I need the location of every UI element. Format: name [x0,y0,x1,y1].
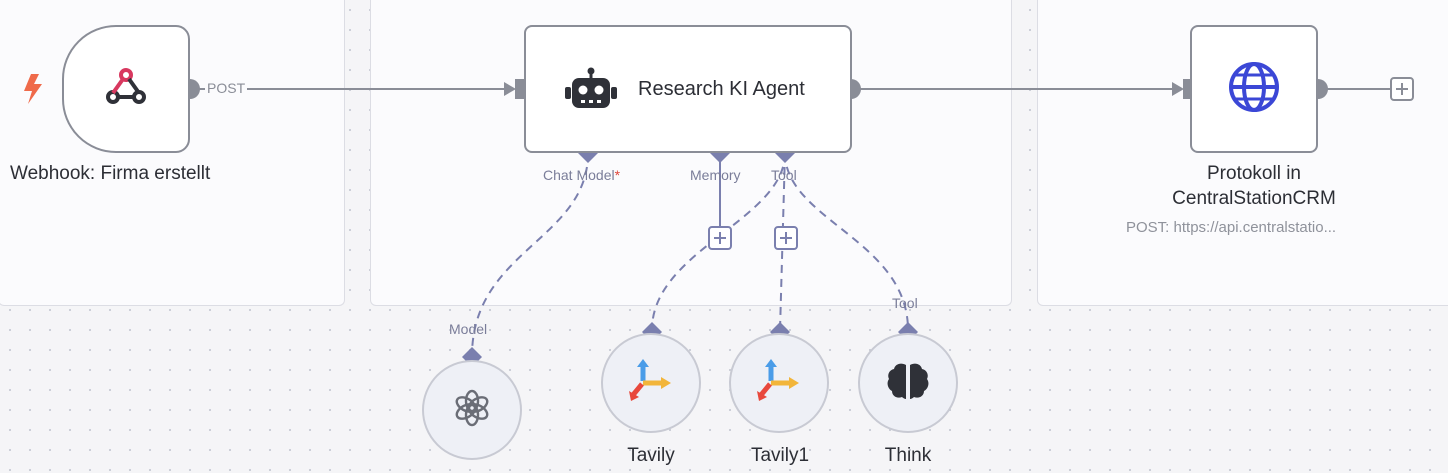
openai-chat-model-node[interactable] [422,360,522,460]
think-node-label: Think [884,445,932,466]
plus-icon [1396,83,1408,95]
arrow-head-http-input [1172,82,1184,96]
agent-node-label: Research KI Agent [638,77,805,100]
webhook-icon [102,63,150,116]
connection-tool-tavily[interactable] [651,152,786,331]
think-tool-node[interactable] [858,333,958,433]
agent-node[interactable]: Research KI Agent [524,25,852,153]
http-node-label-line2: CentralStationCRM [1172,188,1336,209]
webhook-output-label: POST [205,80,248,96]
tavily-node-label: Tavily [627,445,675,466]
add-next-node-button[interactable] [1390,77,1414,101]
http-request-node[interactable] [1190,25,1318,153]
think-port-label: Tool [892,295,918,311]
connection-tool-think[interactable] [784,152,909,331]
webhook-node-label: Webhook: Firma erstellt [10,163,211,184]
memory-port-label: Memory [690,167,741,183]
http-node-subtitle: POST: https://api.centralstatio... [1126,219,1337,236]
add-tool-button[interactable] [774,226,798,250]
tool-port-label: Tool [771,167,797,183]
tavily-tool-node[interactable] [601,333,701,433]
openai-icon [452,388,492,433]
tavily-icon [629,358,673,408]
chat-model-port-label: Chat Model* [543,167,620,183]
brain-icon [885,361,931,406]
add-memory-button[interactable] [708,226,732,250]
http-node-label-line1: Protokoll in [1207,163,1301,184]
tavily-icon [757,358,801,408]
robot-icon [564,67,618,111]
tavily1-node-label: Tavily1 [750,445,810,466]
plus-icon [714,232,726,244]
tavily1-tool-node[interactable] [729,333,829,433]
webhook-node[interactable] [62,25,190,153]
connection-chatmodel-openai[interactable] [471,152,589,357]
globe-icon [1227,60,1281,119]
plus-icon [780,232,792,244]
arrow-head-agent-input [504,82,516,96]
lightning-icon [22,74,44,104]
chat-model-port-text: Chat Model [543,167,615,183]
openai-port-label: Model [449,321,488,337]
required-marker: * [614,167,621,183]
